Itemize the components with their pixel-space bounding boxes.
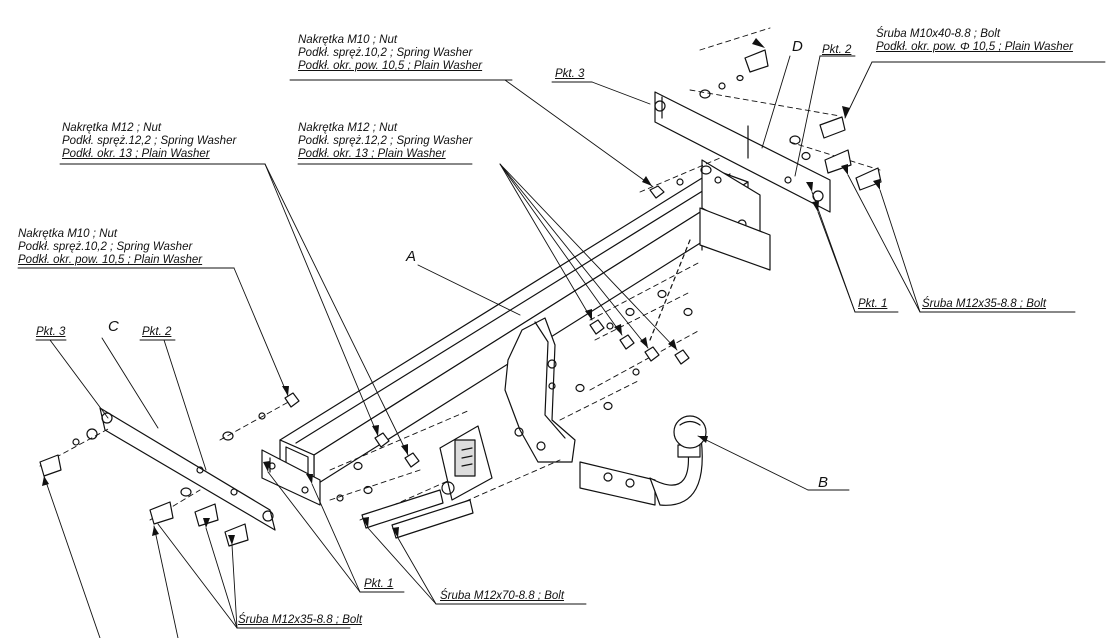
label-bolt-m12x35-right: Śruba M12x35-8.8 ; Bolt xyxy=(922,298,1047,310)
label-pkt1-right: Pkt. 1 xyxy=(858,298,888,310)
tow-ball-b xyxy=(579,415,707,506)
left-end-bracket xyxy=(261,449,321,506)
label-line: Podkł. okr. 13 ; Plain Washer xyxy=(298,148,446,160)
label-bolt-m10x40: Śruba M10x40-8.8 ; Bolt Podkł. okr. pow.… xyxy=(876,28,1073,54)
label-bolt-m12x70: Śruba M12x70-8.8 ; Bolt xyxy=(440,590,565,602)
label-line: Podkł. spręż.10,2 ; Spring Washer xyxy=(298,47,473,59)
label-line: Podkł. okr. pow. Φ 10,5 ; Plain Washer xyxy=(876,41,1073,53)
label-line: Nakrętka M10 ; Nut xyxy=(18,228,118,240)
label-nut-m10-top: Nakrętka M10 ; Nut Podkł. spręż.10,2 ; S… xyxy=(298,34,482,73)
label-pkt3-left: Pkt. 3 xyxy=(36,326,66,338)
label-line: Śruba M10x40-8.8 ; Bolt xyxy=(876,28,1001,40)
socket-plate xyxy=(439,425,493,501)
label-line: Podkł. okr. pow. 10,5 ; Plain Washer xyxy=(18,254,203,266)
label-pkt2-left: Pkt. 2 xyxy=(142,326,172,338)
leader-lines xyxy=(17,55,1106,638)
label-line: Nakrętka M12 ; Nut xyxy=(62,122,162,134)
label-line: Nakrętka M10 ; Nut xyxy=(298,34,398,46)
label-pkt1-bottom: Pkt. 1 xyxy=(364,578,394,590)
letter-b: B xyxy=(818,474,829,491)
label-line: Podkł. spręż.12,2 ; Spring Washer xyxy=(62,135,237,147)
label-pkt2-top: Pkt. 2 xyxy=(822,44,852,56)
letter-c: C xyxy=(108,318,119,335)
bracket-d xyxy=(649,91,831,341)
fasteners xyxy=(39,49,882,547)
label-line: Podkł. okr. pow. 10,5 ; Plain Washer xyxy=(298,60,483,72)
label-line: Nakrętka M12 ; Nut xyxy=(298,122,398,134)
label-line: Podkł. spręż.12,2 ; Spring Washer xyxy=(298,135,473,147)
label-bolt-m12x35-left: Śruba M12x35-8.8 ; Bolt xyxy=(238,614,363,626)
bracket-c xyxy=(99,407,276,531)
arrowheads xyxy=(42,38,880,545)
label-nut-m12-left: Nakrętka M12 ; Nut Podkł. spręż.12,2 ; S… xyxy=(62,122,236,161)
label-nut-m10-left: Nakrętka M10 ; Nut Podkł. spręż.10,2 ; S… xyxy=(18,228,202,267)
label-nut-m12-mid: Nakrętka M12 ; Nut Podkł. spręż.12,2 ; S… xyxy=(298,122,472,161)
label-line: Podkł. okr. 13 ; Plain Washer xyxy=(62,148,210,160)
towbar-bracket xyxy=(504,317,576,463)
label-line: Podkł. spręż.10,2 ; Spring Washer xyxy=(18,241,193,253)
label-pkt3-top: Pkt. 3 xyxy=(555,68,585,80)
letter-d: D xyxy=(792,38,803,55)
letter-a: A xyxy=(406,248,417,265)
